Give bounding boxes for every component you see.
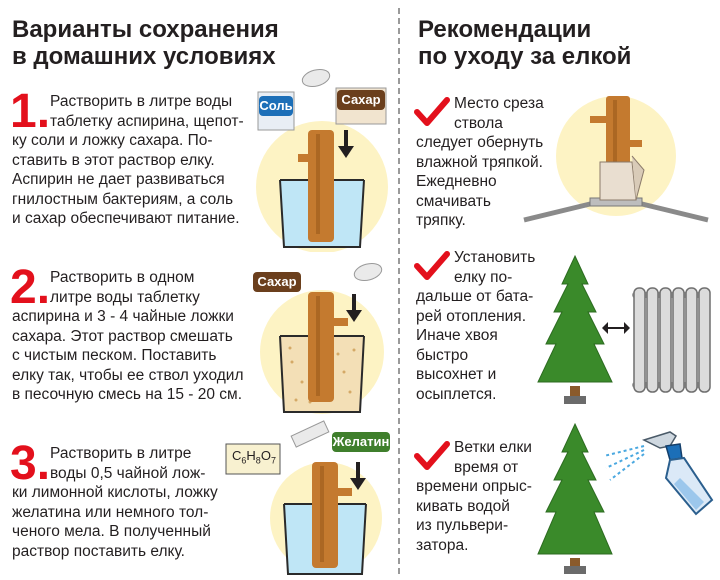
tip-3-line: времени опрыс- (416, 478, 532, 495)
method-2-number: 2. (10, 261, 51, 314)
tip-3-line: затора. (416, 536, 469, 554)
tip-2-line: елку по- (454, 268, 513, 286)
tree-spray-illustration (537, 422, 714, 574)
tip-2-text: Установить елку по- дальше от бата- рей … (416, 248, 536, 404)
method-3-line: желатина или немного тол- (12, 503, 209, 521)
method-2-line: литре воды таблетку (50, 288, 200, 306)
method-1-number: 1. (10, 85, 51, 138)
method-1-line: гнилостным бактериям, а соль (12, 190, 234, 208)
method-1-line: таблетку аспирина, щепот- (50, 112, 244, 130)
method-2-line: в песочную смесь на 15 - 20 см. (12, 386, 242, 403)
method-1-line: Аспирин не дает развиваться (12, 171, 225, 188)
left-heading-line-2: в домашних условиях (12, 43, 276, 70)
checkmark-icon (414, 97, 450, 126)
method-1-line: и сахар обеспечивают питание. (12, 210, 240, 227)
checkmark-icon (414, 441, 450, 470)
tip-1-line: тряпку. (416, 212, 466, 229)
formula-h-count: 8 (255, 455, 261, 466)
right-heading-line-2: по уходу за елкой (418, 43, 632, 70)
method-3-line: ченого мела. В полученный (12, 523, 211, 540)
column-divider (398, 8, 400, 574)
tip-1-line: Место среза (454, 95, 544, 112)
left-heading: Варианты сохранения в домашних условиях (12, 16, 279, 70)
method-2-line: елку так, чтобы ее ствол уходил (12, 366, 244, 384)
tip-2-line: дальше от бата- (416, 288, 534, 305)
method-2-line: аспирина и 3 - 4 чайные ложки (12, 308, 234, 325)
salt-label: Соль (259, 96, 293, 116)
method-3-line: ки лимонной кислоты, ложку (12, 484, 218, 501)
method-3-line: воды 0,5 чайной лож- (50, 464, 206, 482)
method-3-number: 3. (10, 437, 51, 490)
method-3-line: раствор поставить елку. (12, 542, 185, 560)
method-2-text: Растворить в одном литре воды таблетку а… (12, 268, 244, 405)
tip-1-text: Место среза ствола следует обернуть влаж… (416, 94, 544, 231)
method-2-line: Растворить в одном (50, 269, 195, 286)
tip-3-line: Ветки елки (454, 439, 532, 456)
tip-1-line: Ежедневно (416, 173, 497, 190)
method-1-line: Растворить в литре воды (50, 93, 233, 110)
tip-2-line: Установить (454, 249, 536, 266)
gelatin-label: Желатин (332, 432, 390, 452)
tip-2-line: Иначе хвоя (416, 327, 498, 344)
right-heading-line-1: Рекомендации (418, 16, 592, 43)
citric-acid-formula: C6H8O7 (232, 448, 276, 466)
method-2-line: сахара. Этот раствор смешать (12, 327, 233, 345)
sugar-label-2: Сахар (253, 272, 301, 292)
tree-radiator-illustration (537, 254, 711, 404)
method-2-illustration (260, 262, 384, 414)
method-3-line: Растворить в литре (50, 445, 192, 462)
formula-o: O (260, 448, 271, 463)
method-1-line: ку соли и ложку сахара. По- (12, 132, 213, 149)
method-2-line: с чистым песком. Поставить (12, 347, 217, 364)
tip-3-line: время от (454, 458, 519, 476)
tip-1-line: смачивать (416, 192, 491, 210)
tip-3-line: кивать водой (416, 497, 510, 515)
tree-stand-illustration (523, 96, 709, 223)
sugar-label: Сахар (337, 90, 385, 110)
method-3-illustration (225, 420, 382, 575)
method-1-text: Растворить в литре воды таблетку аспирин… (12, 92, 244, 229)
tip-2-line: высохнет и (416, 366, 497, 383)
tip-1-line: влажной тряпкой. (416, 153, 543, 171)
formula-c-count: 6 (241, 455, 247, 466)
right-heading: Рекомендации по уходу за елкой (418, 16, 631, 70)
tip-1-line: следует обернуть (416, 134, 544, 151)
tip-2-line: быстро (416, 346, 469, 364)
method-1-line: ставить в этот раствор елку. (12, 151, 215, 169)
checkmark-icon (414, 251, 450, 280)
tip-1-line: ствола (454, 114, 503, 132)
formula-c: C (232, 448, 242, 463)
tip-2-line: рей отопления. (416, 307, 527, 325)
left-heading-line-1: Варианты сохранения (12, 16, 279, 43)
method-3-text: Растворить в литре воды 0,5 чайной лож- … (12, 444, 218, 561)
tip-3-line: из пульвери- (416, 517, 509, 534)
formula-o-count: 7 (270, 455, 276, 466)
tip-2-line: осыплется. (416, 385, 497, 403)
tip-3-text: Ветки елки время от времени опрыс- киват… (416, 438, 532, 555)
formula-h: H (246, 448, 256, 463)
